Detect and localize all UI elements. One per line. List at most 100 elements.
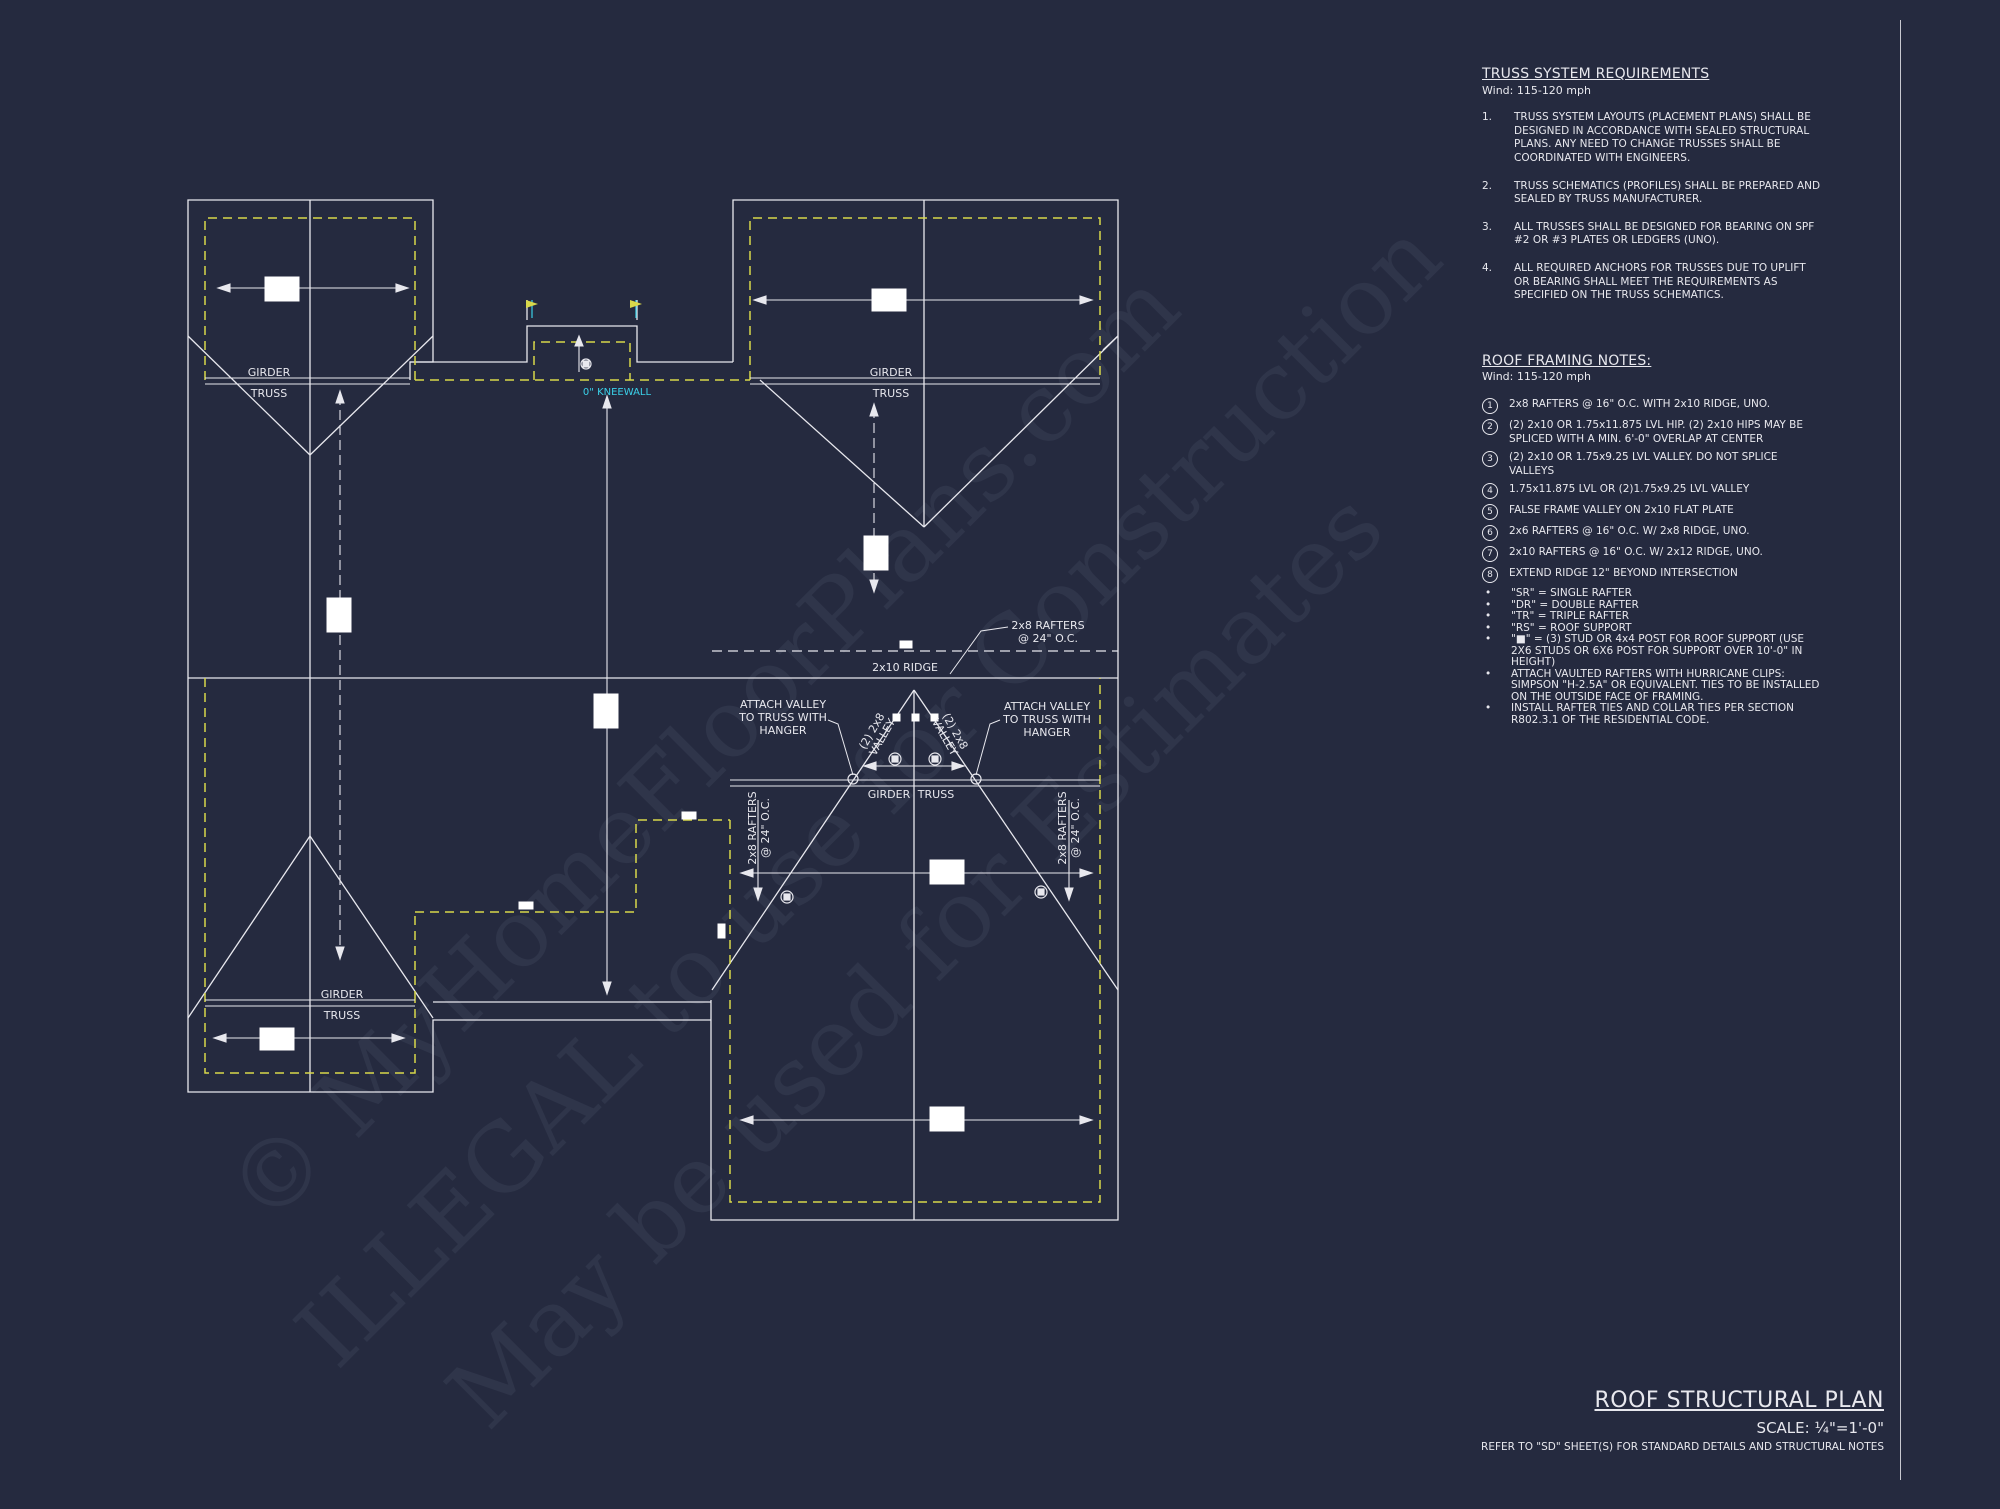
legend-text: INSTALL RAFTER TIES AND COLLAR TIES PER … [1511,702,1794,726]
truss-requirements-list: 1. TRUSS SYSTEM LAYOUTS (PLACEMENT PLANS)… [1482,111,1822,303]
legend-text: "RS" = ROOF SUPPORT [1511,621,1632,634]
flag-icon [526,300,642,318]
item-number: 4. [1482,261,1493,274]
truss-requirement-item: 1. TRUSS SYSTEM LAYOUTS (PLACEMENT PLANS)… [1482,111,1822,165]
item-number-circle: 4 [1482,483,1498,500]
legend-item: • INSTALL RAFTER TIES AND COLLAR TIES PER… [1482,703,1822,726]
legend-text: "TR" = TRIPLE RAFTER [1511,610,1630,623]
rafters-spacing-label: @ 24" O.C. [1018,632,1078,645]
truss-requirement-item: 3. ALL TRUSSES SHALL BE DESIGNED FOR BEAR… [1482,221,1822,248]
girder-label: GIRDER [321,988,364,1001]
title-block: ROOF STRUCTURAL PLAN SCALE: ¼"=1'-0" REF… [1481,1388,1884,1453]
leader-lines [827,626,1009,776]
attach-valley-label: TO TRUSS WITH [1002,713,1091,726]
vertical-rafters-spacing: @ 24" O.C. [1069,798,1082,858]
vertical-rafters-spacing: @ 24" O.C. [759,798,772,858]
roof-framing-item: 6 2x6 RAFTERS @ 16" O.C. W/ 2x8 RIDGE, UN… [1482,525,1822,542]
roof-framing-item: 4 1.75x11.875 LVL OR (2)1.75x9.25 LVL VAL… [1482,483,1822,500]
legend-text: "DR" = DOUBLE RAFTER [1511,598,1639,611]
item-number-circle: 6 [1482,525,1498,542]
bullet-icon: • [1485,587,1492,600]
legend-item: •"■" = (3) STUD OR 4x4 POST FOR ROOF SUP… [1482,634,1822,669]
roof-framing-item: 1 2x8 RAFTERS @ 16" O.C. WITH 2x10 RIDGE,… [1482,397,1822,414]
bullet-icon: • [1485,610,1492,623]
item-text: FALSE FRAME VALLEY ON 2x10 FLAT PLATE [1509,504,1734,517]
roof-framing-title: ROOF FRAMING NOTES: [1482,352,1652,369]
item-text: 2x10 RAFTERS @ 16" O.C. W/ 2x12 RIDGE, U… [1509,546,1763,559]
attach-valley-label: HANGER [1023,726,1070,739]
item-number-circle: 3 [1482,451,1498,468]
item-text: 1.75x11.875 LVL OR (2)1.75x9.25 LVL VALL… [1509,483,1750,496]
bullet-icon: • [1485,702,1492,715]
legend-text: "■" = (3) STUD OR 4x4 POST FOR ROOF SUPP… [1511,633,1805,669]
item-text: ALL TRUSSES SHALL BE DESIGNED FOR BEARIN… [1514,220,1815,247]
truss-wind: Wind: 115-120 mph [1482,83,1591,97]
truss-requirements-title: TRUSS SYSTEM REQUIREMENTS [1482,66,1710,82]
truss-label: TRUSS [917,788,954,801]
sheet-scale: SCALE: ¼"=1'-0" [1756,1419,1884,1437]
item-text: 2x6 RAFTERS @ 16" O.C. W/ 2x8 RIDGE, UNO… [1509,525,1750,538]
attach-valley-label: ATTACH VALLEY [740,698,826,711]
plan-labels: GIRDER TRUSS GIRDER TRUSS GIRDER TRUSS G… [248,366,1091,1022]
legend-item: • "RS" = ROOF SUPPORT [1482,621,1822,635]
item-number-circle: 1 [1482,397,1498,414]
legend-text: ATTACH VAULTED RAFTERS WITH HURRICANE CL… [1511,667,1820,703]
item-text: TRUSS SYSTEM LAYOUTS (PLACEMENT PLANS) S… [1514,111,1811,164]
attach-valley-label: TO TRUSS WITH [738,711,827,724]
item-number-circle: 5 [1482,504,1498,521]
bullet-icon: • [1485,621,1492,634]
legend-item: • "TR" = TRIPLE RAFTER [1482,611,1822,623]
roof-framing-list: 1 2x8 RAFTERS @ 16" O.C. WITH 2x10 RIDGE,… [1482,397,1822,584]
bullet-icon: • [1485,667,1492,680]
span-arrows [212,283,1094,1125]
roof-framing-item: 2 (2) 2x10 OR 1.75x11.875 LVL HIP. (2) 2x… [1482,418,1822,446]
attach-valley-label: ATTACH VALLEY [1004,700,1090,713]
legend-list: • "SR" = SINGLE RAFTER • "DR" = DOUBLE RAFT… [1482,588,1822,726]
item-text: (2) 2x10 OR 1.75x9.25 LVL VALLEY. DO NOT… [1509,451,1778,477]
truss-label: TRUSS [323,1009,360,1022]
item-number-circle: 7 [1482,546,1498,563]
sheet-reference-note: REFER TO "SD" SHEET(S) FOR STANDARD DETA… [1481,1441,1884,1453]
sheet-title: ROOF STRUCTURAL PLAN [1594,1388,1884,1413]
truss-requirement-item: 4. ALL REQUIRED ANCHORS FOR TRUSSES DUE T… [1482,262,1822,303]
kneewall-label: 0" KNEEWALL [583,387,652,398]
connection-markers [580,358,1048,904]
item-text: 2x8 RAFTERS @ 16" O.C. WITH 2x10 RIDGE, … [1509,397,1771,410]
roof-framing-item: 3 (2) 2x10 OR 1.75x9.25 LVL VALLEY. DO NO… [1482,451,1822,478]
roof-support-posts [259,276,965,1132]
wall-outline [187,199,1119,1221]
legend-item: • ATTACH VAULTED RAFTERS WITH HURRICANE C… [1482,667,1822,704]
truss-label: TRUSS [872,387,909,400]
truss-label: TRUSS [250,387,287,400]
legend-text: "SR" = SINGLE RAFTER [1511,587,1632,600]
girder-label: GIRDER [868,788,911,801]
girder-label: GIRDER [870,366,913,379]
ridge-label: 2x10 RIDGE [872,661,938,674]
item-text: EXTEND RIDGE 12" BEYOND INTERSECTION [1509,567,1738,580]
girder-truss-lines [205,377,1100,1007]
roof-wind: Wind: 115-120 mph [1482,370,1591,384]
item-number-circle: 8 [1482,567,1498,584]
rafters-label: 2x8 RAFTERS [1011,619,1084,632]
girder-label: GIRDER [248,366,291,379]
attach-valley-label: HANGER [759,724,806,737]
item-text: TRUSS SCHEMATICS (PROFILES) SHALL BE PRE… [1514,179,1821,206]
item-number: 3. [1482,220,1493,233]
top-plate-dashed [204,217,1101,1203]
roof-framing-item: 8 EXTEND RIDGE 12" BEYOND INTERSECTION [1482,567,1822,584]
item-number-circle: 2 [1482,418,1498,435]
item-number: 2. [1482,179,1493,192]
vertical-rafters-label: 2x8 RAFTERS [746,791,759,864]
vertical-rafters-label: 2x8 RAFTERS [1056,791,1069,864]
legend-item: • "DR" = DOUBLE RAFTER [1482,598,1822,612]
bullet-icon: • [1485,598,1492,611]
item-text: ALL REQUIRED ANCHORS FOR TRUSSES DUE TO … [1514,261,1806,302]
roof-framing-item: 5 FALSE FRAME VALLEY ON 2x10 FLAT PLATE [1482,504,1822,521]
item-number: 1. [1482,111,1493,124]
item-text: (2) 2x10 OR 1.75x11.875 LVL HIP. (2) 2x1… [1509,418,1803,445]
roof-framing-item: 7 2x10 RAFTERS @ 16" O.C. W/ 2x12 RIDGE, … [1482,546,1822,563]
truss-requirement-item: 2. TRUSS SCHEMATICS (PROFILES) SHALL BE P… [1482,180,1822,207]
legend-item: • "SR" = SINGLE RAFTER [1482,588,1822,600]
